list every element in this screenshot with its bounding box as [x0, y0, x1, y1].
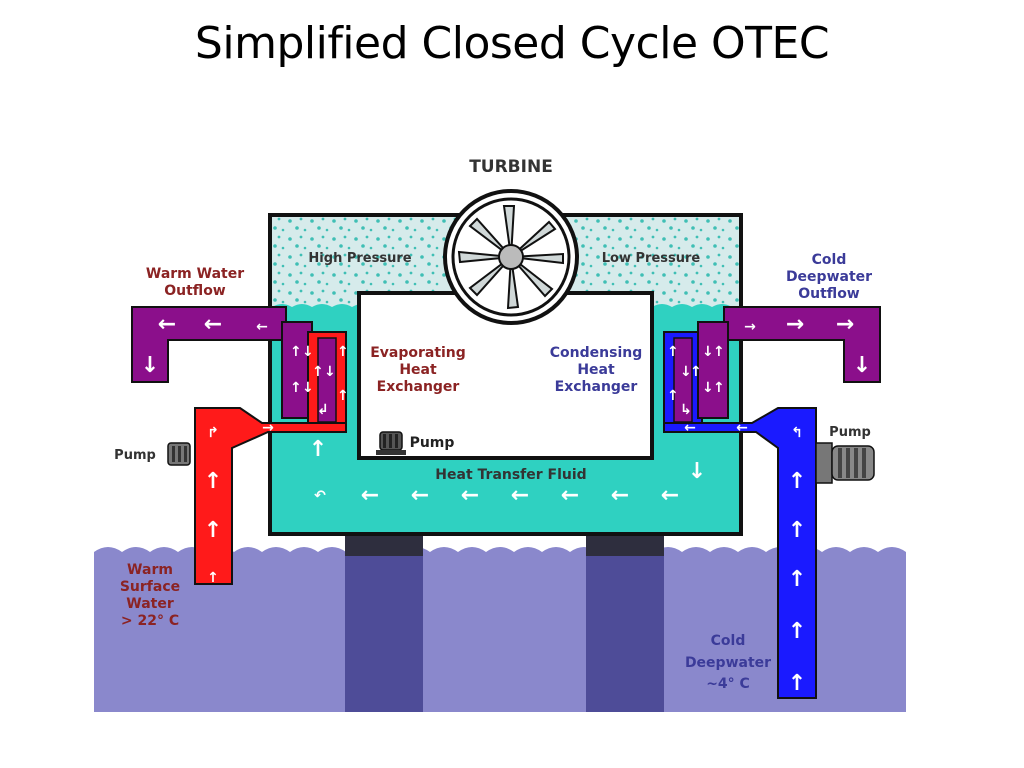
svg-text:↑: ↑	[788, 619, 806, 644]
svg-text:→: →	[262, 420, 274, 436]
svg-text:←: ←	[661, 483, 679, 508]
svg-text:↑: ↑	[204, 518, 222, 543]
svg-text:←: ←	[256, 319, 268, 335]
svg-text:↑: ↑	[312, 364, 324, 380]
svg-text:↓: ↓	[141, 353, 159, 378]
center-pump-label: Pump	[410, 435, 455, 451]
turbine	[443, 189, 579, 325]
cold-outflow-label-line1: Cold	[812, 252, 847, 268]
cold-outflow-pipe: → → → ↓	[723, 306, 881, 383]
svg-text:↑: ↑	[290, 380, 302, 396]
svg-text:↓: ↓	[702, 344, 714, 360]
evaporating-label-line3: Exchanger	[377, 379, 460, 395]
svg-text:↶: ↶	[314, 488, 326, 504]
heat-transfer-fluid-label: Heat Transfer Fluid	[435, 467, 586, 483]
svg-text:↑: ↑	[309, 437, 327, 462]
svg-text:↓: ↓	[702, 380, 714, 396]
cold-deep-label-line2: Deepwater	[685, 655, 771, 671]
svg-text:←: ←	[158, 312, 176, 337]
left-pump-icon	[167, 442, 191, 466]
cold-deep-label-line3: ~4° C	[706, 676, 750, 692]
svg-text:←: ←	[411, 483, 429, 508]
svg-text:↑: ↑	[290, 344, 302, 360]
svg-text:↑: ↑	[690, 364, 702, 380]
slide-title: Simplified Closed Cycle OTEC	[194, 18, 830, 69]
svg-text:↑: ↑	[713, 380, 725, 396]
left-pump-label: Pump	[114, 448, 156, 463]
svg-text:←: ←	[361, 483, 379, 508]
warm-outflow-pipe: ← ← ← ↓	[131, 306, 287, 383]
svg-text:↑: ↑	[713, 344, 725, 360]
svg-text:↑: ↑	[788, 518, 806, 543]
svg-text:↓: ↓	[680, 364, 692, 380]
svg-text:↓: ↓	[302, 344, 314, 360]
svg-text:→: →	[744, 319, 756, 335]
svg-text:↱: ↱	[207, 425, 219, 441]
center-pump-icon	[376, 431, 406, 455]
ocean	[94, 547, 906, 712]
warm-surface-label-line4: > 22° C	[121, 613, 179, 629]
svg-text:←: ←	[511, 483, 529, 508]
svg-text:↑: ↑	[207, 570, 219, 586]
svg-text:↓: ↓	[688, 459, 706, 484]
svg-text:←: ←	[684, 420, 696, 436]
svg-text:→: →	[836, 312, 854, 337]
cold-outflow-label-line3: Outflow	[798, 286, 860, 302]
svg-text:↓: ↓	[324, 364, 336, 380]
evaporating-heat-exchanger: ↑ ↓ ↑ ↓ ↑ ↓ ↑ ↑ ↲	[281, 321, 349, 431]
svg-text:↑: ↑	[204, 469, 222, 494]
svg-text:←: ←	[736, 420, 748, 436]
evaporating-label-line1: Evaporating	[370, 345, 466, 361]
svg-text:↑: ↑	[337, 344, 349, 360]
cold-water-intake-pipe: ← ← ↰ ↑ ↑ ↑ ↑ ↑	[663, 407, 817, 699]
condensing-label-line2: Heat	[577, 362, 615, 378]
cold-deep-label-line1: Cold	[711, 633, 746, 649]
condensing-heat-exchanger: ↑ ↑ ↓ ↑ ↓ ↑ ↓ ↑ ↳	[663, 321, 729, 431]
high-pressure-label: High Pressure	[308, 251, 411, 266]
svg-text:↳: ↳	[680, 402, 692, 418]
svg-text:↓: ↓	[302, 380, 314, 396]
platform-legs	[345, 534, 664, 712]
svg-text:←: ←	[204, 312, 222, 337]
svg-text:↲: ↲	[317, 402, 329, 418]
svg-text:↑: ↑	[667, 388, 679, 404]
warm-outflow-label-line2: Outflow	[164, 283, 226, 299]
svg-text:↑: ↑	[788, 671, 806, 696]
warm-outflow-label-line1: Warm Water	[146, 266, 244, 282]
turbine-label: TURBINE	[469, 157, 553, 177]
warm-surface-label-line1: Warm	[127, 562, 173, 578]
svg-text:←: ←	[561, 483, 579, 508]
right-pump-label: Pump	[829, 425, 871, 440]
svg-text:←: ←	[611, 483, 629, 508]
evaporating-label-line2: Heat	[399, 362, 437, 378]
svg-text:↑: ↑	[667, 344, 679, 360]
svg-text:↰: ↰	[791, 425, 803, 441]
warm-surface-label-line2: Surface	[120, 579, 180, 595]
condensing-label-line1: Condensing	[550, 345, 642, 361]
svg-text:↑: ↑	[788, 567, 806, 592]
svg-text:→: →	[786, 312, 804, 337]
warm-water-intake-pipe: ↱ ↑ ↑ ↑ →	[194, 407, 347, 586]
low-pressure-label: Low Pressure	[602, 251, 701, 266]
warm-surface-label-line3: Water	[126, 596, 174, 612]
heat-transfer-flow-arrows: ↑ ↓ ↶ ← ← ← ← ← ← ←	[309, 437, 706, 508]
right-pump-icon	[815, 442, 875, 484]
svg-text:←: ←	[461, 483, 479, 508]
svg-text:↓: ↓	[853, 353, 871, 378]
svg-text:↑: ↑	[337, 388, 349, 404]
svg-text:↑: ↑	[788, 469, 806, 494]
cold-outflow-label-line2: Deepwater	[786, 269, 872, 285]
condensing-label-line3: Exchanger	[555, 379, 638, 395]
